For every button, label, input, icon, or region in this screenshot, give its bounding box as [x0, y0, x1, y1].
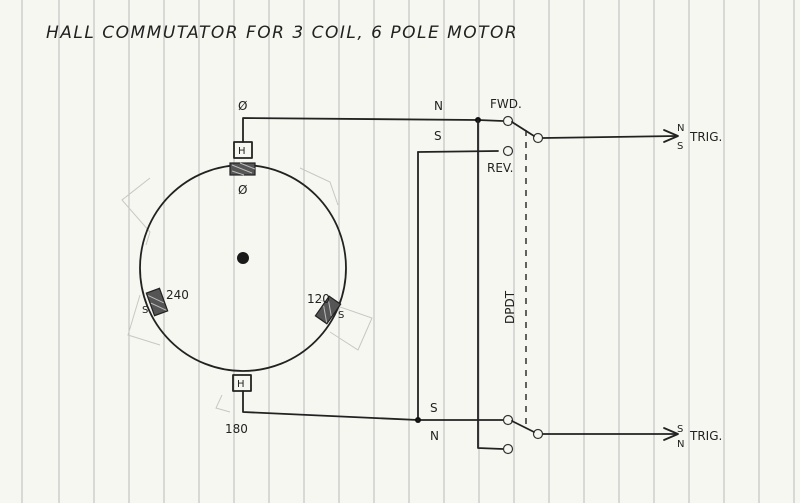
dpdt-switch [502, 115, 544, 455]
hall-sensor-top-letter: H [238, 146, 246, 157]
switch-fwd-label: FWD. [490, 97, 522, 111]
magnet-120 [314, 295, 342, 325]
output-bottom-n: N [677, 439, 684, 450]
switch-rev-label: REV. [487, 161, 513, 175]
output-top-trig: TRIG. [689, 130, 722, 144]
magnet-top [229, 162, 256, 176]
magnet-240 [145, 287, 169, 317]
hall-sensor-bottom-letter: H [237, 379, 245, 390]
switch-type-label: DPDT [503, 290, 517, 324]
wire-n-top: N [434, 99, 443, 113]
output-bottom-s: S [677, 424, 683, 435]
angle-240-label: 240 [166, 288, 189, 302]
hall-sensor-bottom [232, 374, 252, 392]
wire-s-bottom: S [430, 401, 438, 415]
output-top-n: N [677, 123, 684, 134]
output-bottom-trig: TRIG. [689, 429, 722, 443]
wire-n-bottom: N [430, 429, 439, 443]
angle-180-label: 180 [225, 422, 248, 436]
pole-right-label: S [338, 310, 344, 321]
angle-top-magnet: Ø [238, 183, 247, 197]
output-bottom [542, 427, 679, 441]
output-top-s: S [677, 141, 683, 152]
output-top [542, 129, 679, 143]
diagram-title: HALL COMMUTATOR FOR 3 COIL, 6 POLE MOTOR [46, 23, 518, 43]
angle-120-label: 120 [307, 292, 330, 306]
wire-s-top: S [434, 129, 442, 143]
wiring [242, 117, 504, 450]
angle-top-sensor: Ø [238, 99, 247, 113]
stator-ghost-outline [121, 167, 373, 413]
rotor-shaft [237, 252, 249, 264]
pole-left-label: S [142, 305, 148, 316]
